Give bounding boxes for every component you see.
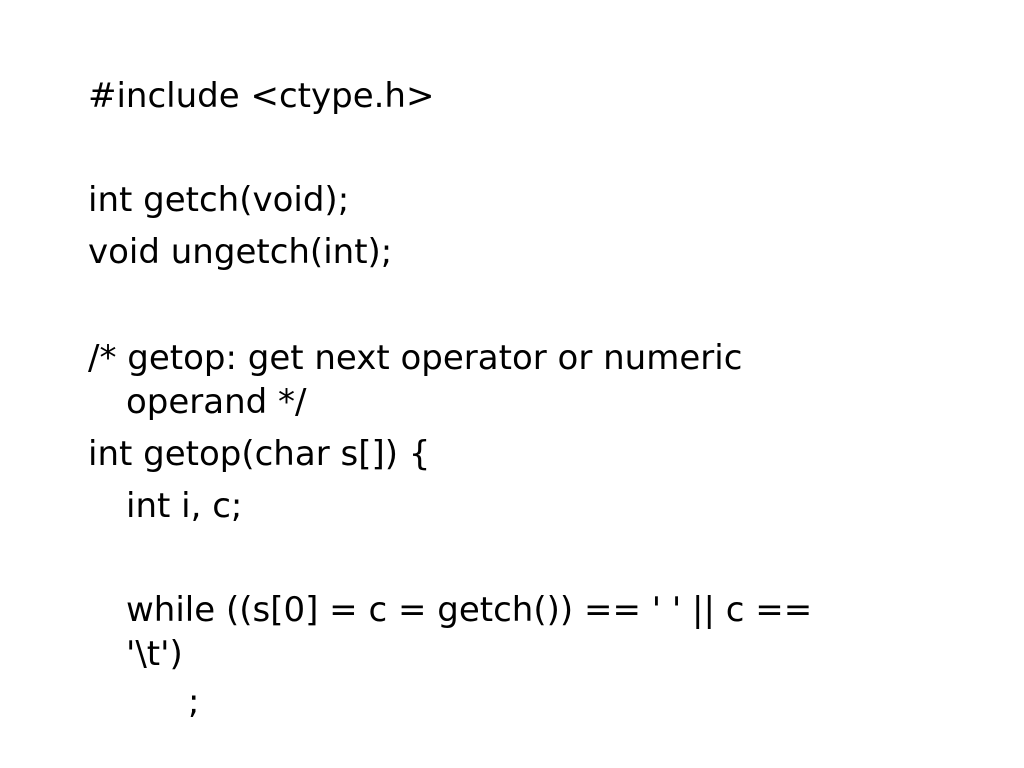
code-line-getch-declaration: int getch(void);: [88, 180, 350, 220]
code-line-ungetch-declaration: void ungetch(int);: [88, 232, 393, 272]
code-line-empty-statement: ;: [188, 682, 200, 722]
code-line-while-loop: while ((s[0] = c = getch()) == ' ' || c …: [126, 590, 813, 630]
code-line-variable-declaration: int i, c;: [126, 486, 243, 526]
code-line-function-header: int getop(char s[]) {: [88, 434, 431, 474]
code-line-comment-continuation: operand */: [126, 382, 307, 422]
code-line-include: #include <ctype.h>: [88, 76, 435, 116]
code-line-comment: /* getop: get next operator or numeric: [88, 338, 743, 378]
code-line-while-continuation: '\t'): [126, 634, 183, 674]
